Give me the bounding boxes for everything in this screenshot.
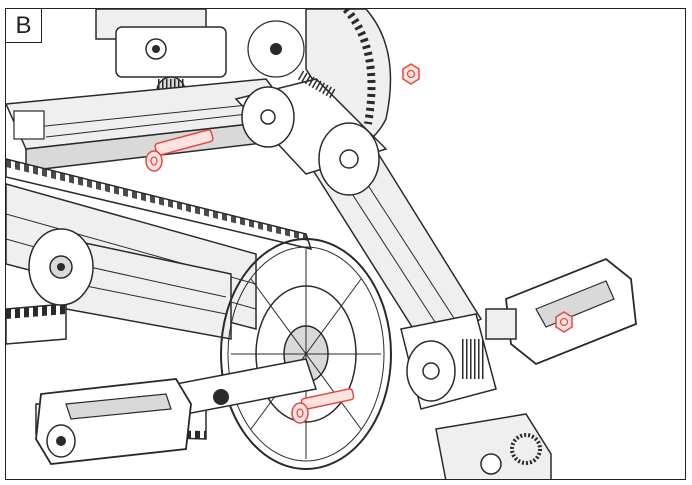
upper-link [234,69,388,196]
nut-right-pedal [555,311,573,333]
flywheel-top [247,9,392,150]
pedal-left [35,378,192,465]
top-bracket [95,9,227,106]
bolt-lower-center [291,388,355,424]
nut-top [402,63,420,85]
assembly-illustration [6,9,637,479]
chainring [220,238,392,470]
base-bottom-right [435,413,552,479]
panel-label: B [6,9,42,43]
pedal-right [485,257,637,366]
lower-pivot [400,313,497,410]
diagram-frame: B [5,8,686,480]
lower-arm [28,228,232,340]
bolt-upper-left [145,129,214,172]
